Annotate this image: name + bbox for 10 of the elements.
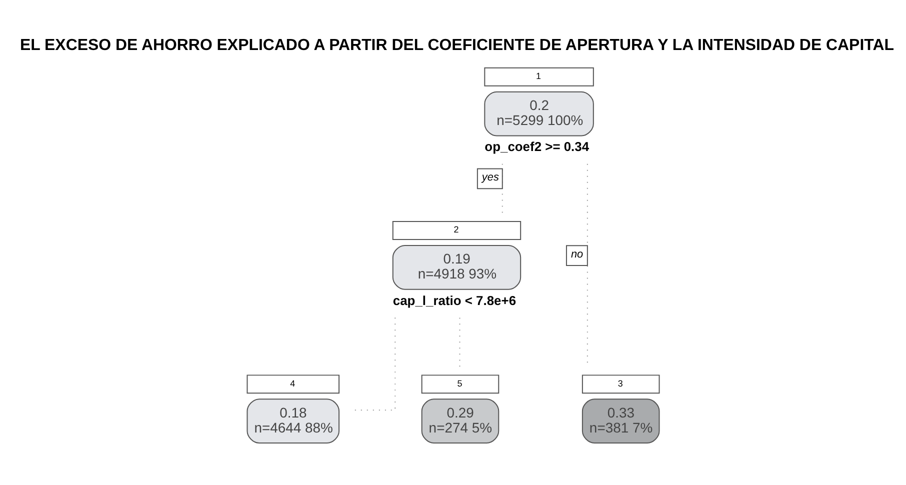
node-label: cap_l_ratio < 7.8e+6 <box>392 292 516 308</box>
node-label: 4 <box>290 378 296 388</box>
node-label: 3 <box>618 378 623 388</box>
edge-label: no <box>570 248 584 260</box>
diagram-title: EL EXCESO DE AHORRO EXPLICADO A PARTIR DEL COEFICIENTE DE APERTURA Y LA INTENSIDAD DE CAPITAL <box>20 36 894 54</box>
edge-label: yes <box>482 171 500 184</box>
node-label: 2 <box>454 224 459 235</box>
node-label: 1 <box>536 71 542 82</box>
node-label: 5 <box>457 378 462 388</box>
node-label: op_coef2 >= 0.34 <box>484 139 590 154</box>
